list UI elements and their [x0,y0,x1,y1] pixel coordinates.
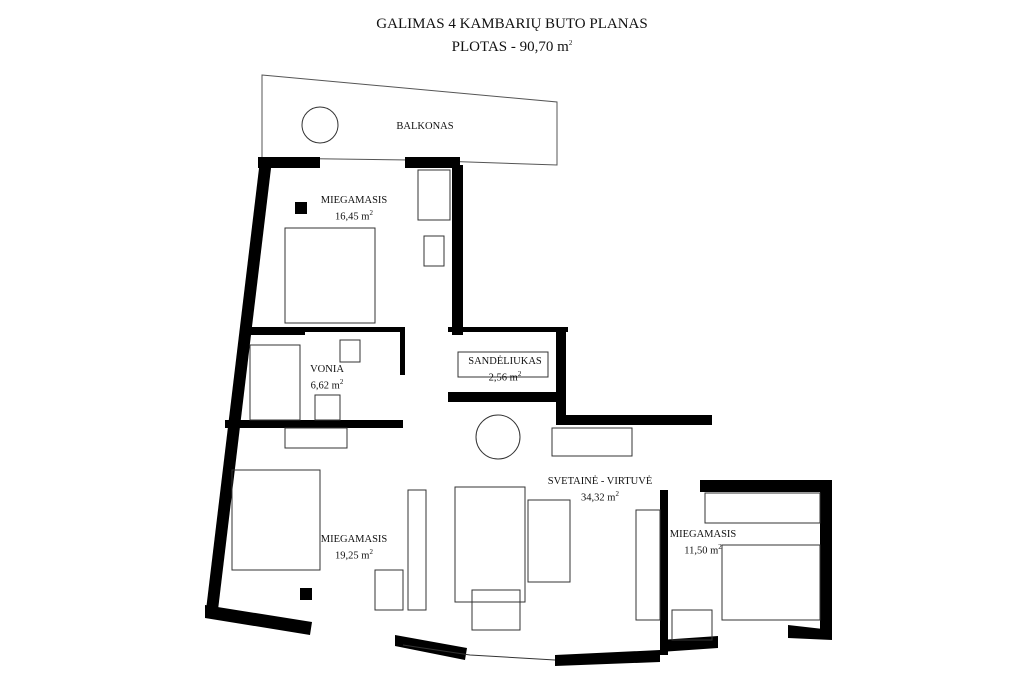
bed-bedroom1 [284,227,376,324]
desk-bedroom4 [671,609,713,641]
coffee-area [454,486,526,603]
walls [205,157,832,666]
wardrobe-bedroom1 [417,169,451,221]
plan-title: GALIMAS 4 KAMBARIŲ BUTO PLANAS [376,16,648,32]
desk-bedroom2 [374,569,404,611]
wardrobe-bedroom4 [704,492,821,524]
plan-area: PLOTAS - 90,70 m2 [451,39,573,55]
window-living [402,644,556,661]
bed-bedroom2 [231,469,321,571]
dresser-bedroom2 [284,427,348,449]
bed-bedroom4 [721,544,821,621]
desk-bedroom1 [423,235,445,267]
room-label-balkonas: BALKONAS [396,121,454,132]
balcony-outline [261,74,558,166]
sofa [527,499,571,583]
balcony-table [301,106,339,144]
armchair [471,589,521,631]
bath-fixtures [249,339,361,421]
storage-shelf [457,351,549,378]
furniture [231,106,821,661]
dining-table [475,414,521,460]
kitchen-counter [551,427,633,457]
wardrobe-living [635,509,661,621]
tv-stand [407,489,427,611]
